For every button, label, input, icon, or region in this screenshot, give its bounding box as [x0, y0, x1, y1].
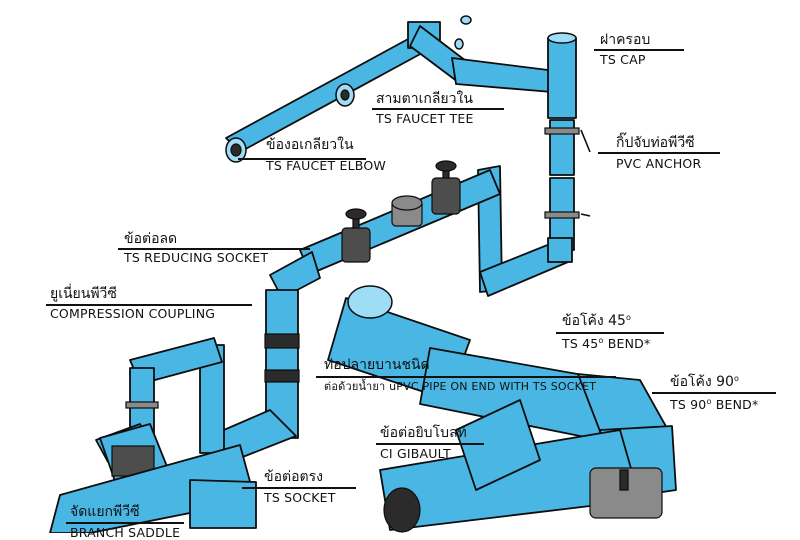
- saddle-label-thai: จัดแยกพีวีซี: [70, 504, 140, 520]
- faucet-tee-underline: [372, 108, 504, 110]
- reducing-socket-label-thai: ข้อต่อลด: [124, 231, 178, 247]
- gibault-label-thai: ข้อต่อยิบโบลท์: [380, 425, 467, 441]
- saddle-label: BRANCH SADDLE: [70, 525, 181, 540]
- anchor-label-thai: กิ๊ปจับท่อพีวีซี: [616, 135, 695, 151]
- faucet-elbow-label-thai: ข้องอเกลียวใน: [266, 137, 354, 153]
- socket-underline: [242, 487, 356, 489]
- main-pipe: [327, 285, 677, 533]
- faucet-tee-label: TS FAUCET TEE: [376, 111, 474, 126]
- valve-run: [269, 160, 573, 299]
- compression-label: COMPRESSION COUPLING: [50, 306, 216, 321]
- anchor-label: PVC ANCHOR: [616, 156, 702, 171]
- plain-end-label-thai: ท่อปลายบานชนิด: [324, 357, 430, 373]
- socket-label: TS SOCKET: [264, 490, 336, 505]
- cap-riser: [544, 32, 591, 251]
- anchor-underline: [598, 152, 720, 154]
- bend90-label: TS 90o BEND*: [670, 397, 759, 412]
- compression-underline: [46, 304, 252, 306]
- branch-saddle: [49, 423, 257, 534]
- socket-label-thai: ข้อต่อตรง: [264, 469, 323, 485]
- top-faucet-run: [225, 15, 553, 163]
- reducing-socket-underline: [118, 248, 310, 250]
- bend45-label-thai: ข้อโค้ง 45o: [562, 313, 631, 329]
- bend45-underline: [556, 332, 664, 334]
- plain-end-label: ต่อด้วยน้ำยา uPVC PIPE ON END WITH TS SO…: [324, 380, 597, 393]
- bend90-underline: [652, 392, 776, 394]
- cap-label-thai: ฝาครอบ: [600, 32, 651, 48]
- faucet-tee-label-thai: สามตาเกลียวใน: [376, 91, 473, 107]
- faucet-elbow-underline: [238, 158, 366, 160]
- gibault-underline: [376, 443, 484, 445]
- bend90-label-thai: ข้อโค้ง 90o: [670, 374, 739, 390]
- cap-underline: [594, 49, 684, 51]
- plain-end-underline: [316, 376, 616, 378]
- faucet-elbow-label: TS FAUCET ELBOW: [266, 158, 386, 173]
- cap-label: TS CAP: [600, 52, 646, 67]
- compression-label-thai: ยูเนี่ยนพีวีซี: [50, 286, 117, 302]
- bend45-label: TS 45o BEND*: [562, 336, 651, 351]
- reducing-socket-label: TS REDUCING SOCKET: [124, 250, 269, 265]
- saddle-underline: [66, 522, 184, 524]
- gibault-label: CI GIBAULT: [380, 446, 451, 461]
